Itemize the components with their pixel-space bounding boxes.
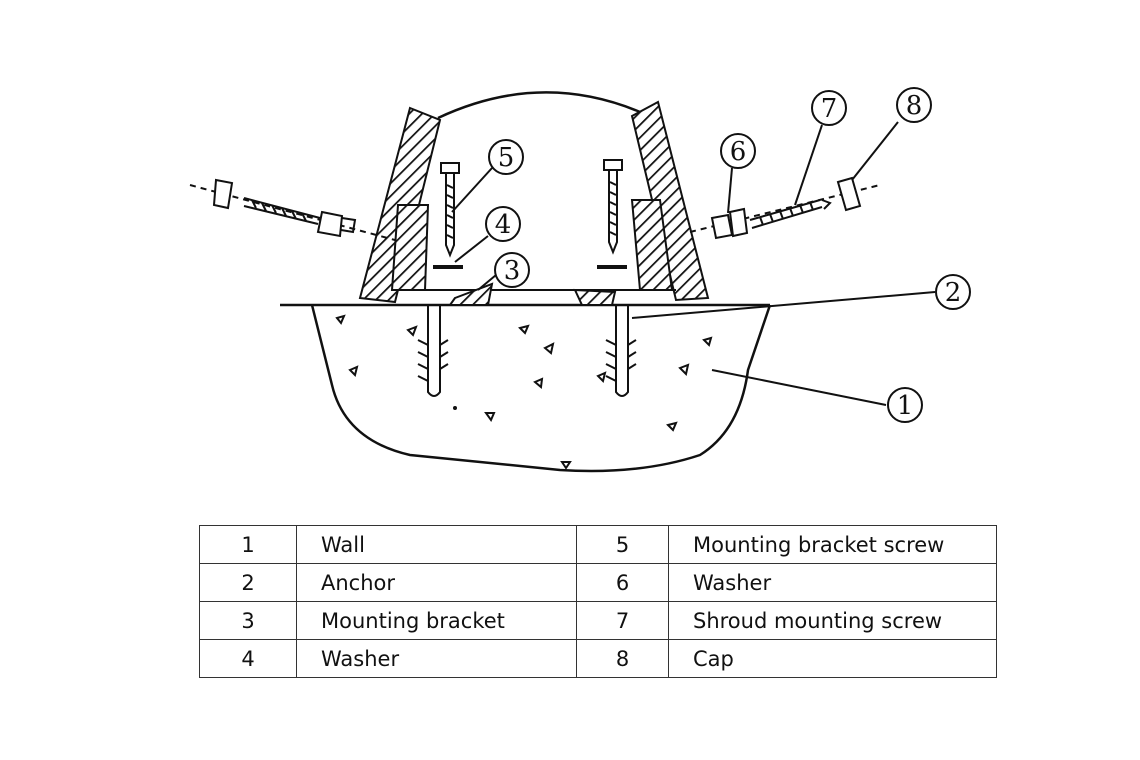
part-name: Cap (668, 639, 997, 678)
part-name: Anchor (296, 563, 577, 602)
left-exploded-fasteners (189, 178, 396, 241)
svg-text:4: 4 (495, 210, 512, 240)
part-number: 1 (199, 525, 297, 564)
svg-text:6: 6 (730, 137, 747, 167)
callout-5: 5 (488, 139, 524, 175)
installation-diagram: 1 2 3 4 5 6 7 8 (189, 87, 971, 473)
right-exploded-fasteners (689, 176, 881, 240)
part-number: 6 (576, 563, 669, 602)
callout-1: 1 (887, 387, 923, 423)
part-name: Mounting bracket (296, 601, 577, 640)
part-name: Washer (296, 639, 577, 678)
svg-text:7: 7 (821, 94, 838, 124)
part-number: 3 (199, 601, 297, 640)
svg-text:8: 8 (906, 91, 923, 121)
part-number: 2 (199, 563, 297, 602)
part-number: 7 (576, 601, 669, 640)
anchor (417, 305, 637, 397)
part-number: 8 (576, 639, 669, 678)
svg-text:1: 1 (897, 391, 914, 421)
table-row: 2 Anchor 6 Washer (199, 563, 997, 602)
callout-3: 3 (494, 252, 530, 288)
part-name: Wall (296, 525, 577, 564)
mounting-bracket-screw (440, 159, 623, 258)
svg-text:2: 2 (945, 278, 962, 308)
svg-text:5: 5 (498, 143, 515, 173)
part-name: Shroud mounting screw (668, 601, 997, 640)
svg-text:3: 3 (504, 256, 521, 286)
callout-7: 7 (811, 90, 847, 126)
part-name: Mounting bracket screw (668, 525, 997, 564)
part-number: 5 (576, 525, 669, 564)
callout-8: 8 (896, 87, 932, 123)
part-number: 4 (199, 639, 297, 678)
wall-block (280, 303, 772, 473)
callout-6: 6 (720, 133, 756, 169)
table-row: 1 Wall 5 Mounting bracket screw (199, 525, 997, 564)
table-row: 4 Washer 8 Cap (199, 639, 997, 678)
part-name: Washer (668, 563, 997, 602)
table-row: 3 Mounting bracket 7 Shroud mounting scr… (199, 601, 997, 640)
washer (433, 265, 627, 269)
callout-4: 4 (485, 206, 521, 242)
leader-lines (451, 121, 936, 406)
parts-table: 1 Wall 5 Mounting bracket screw 2 Anchor… (199, 525, 997, 678)
callout-2: 2 (935, 274, 971, 310)
